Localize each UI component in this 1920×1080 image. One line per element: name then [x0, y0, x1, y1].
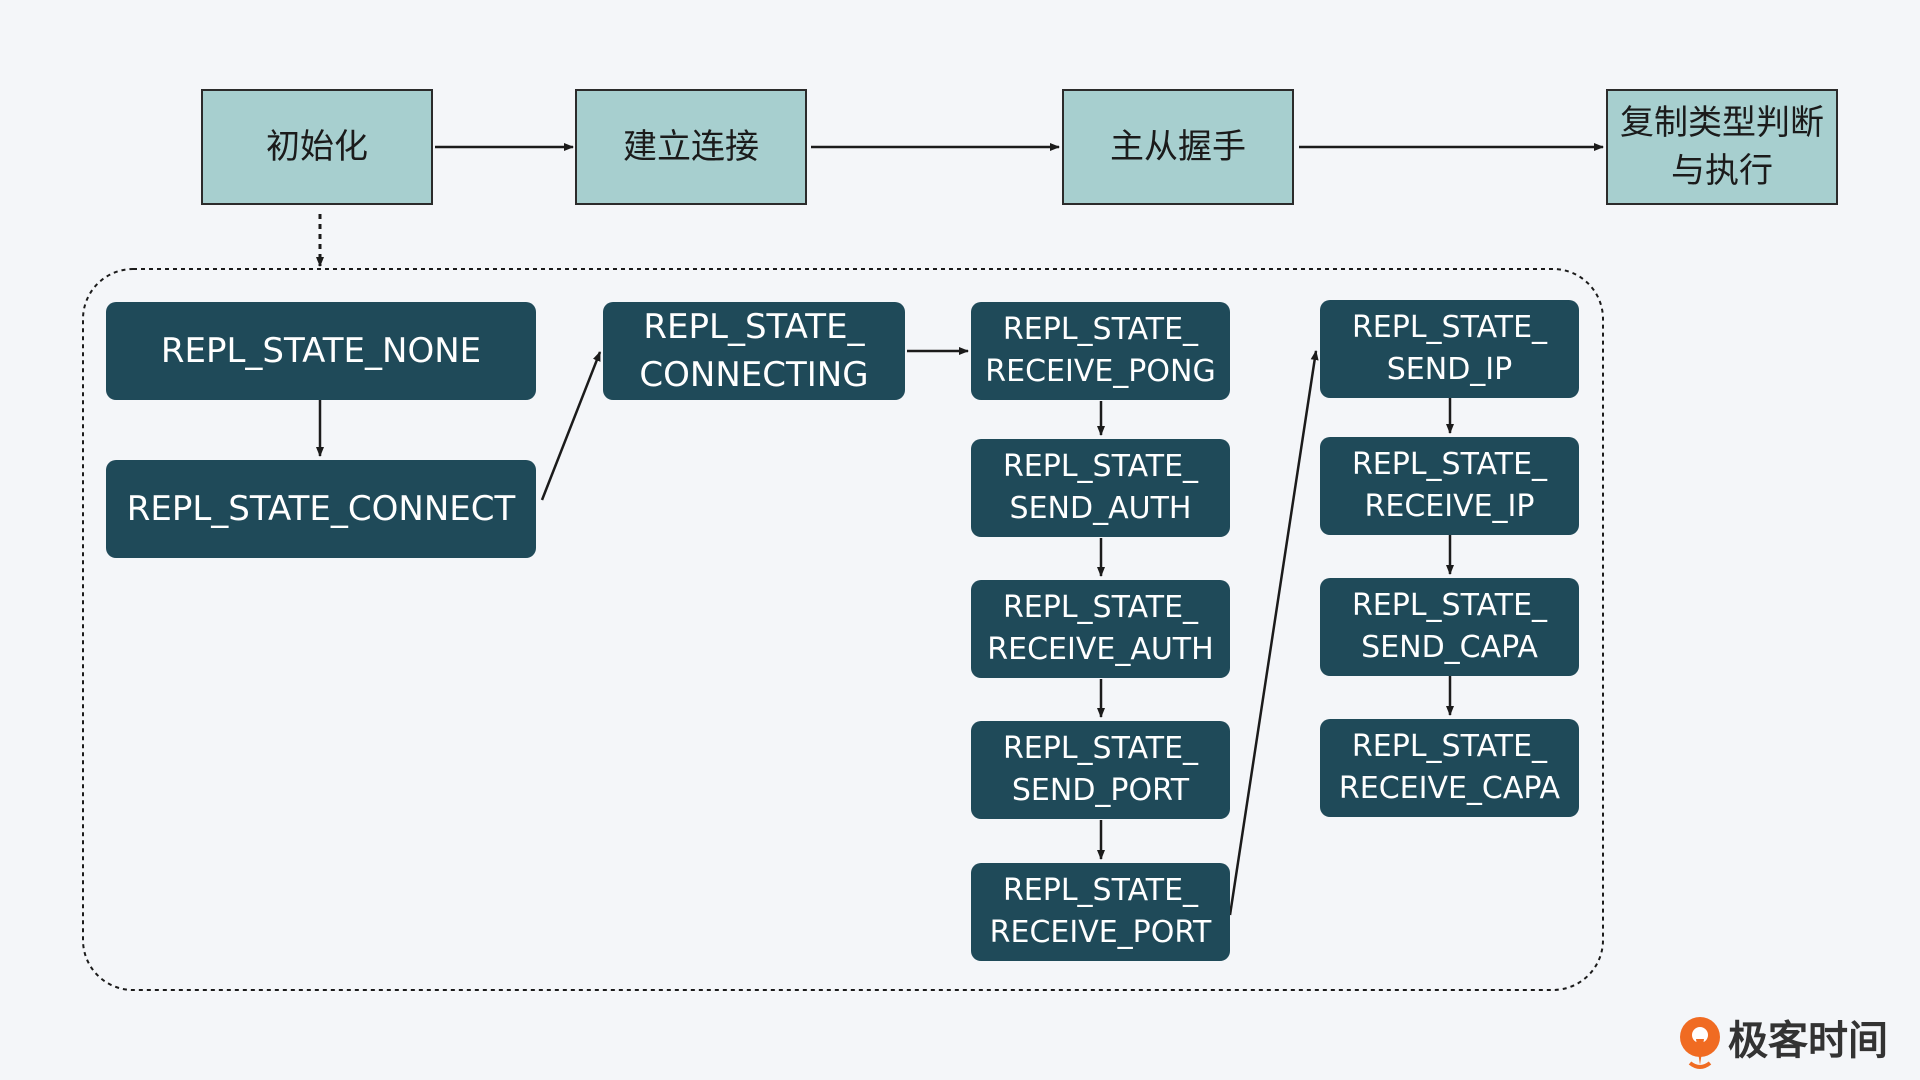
brand-logo-text: 极客时间	[1728, 1018, 1888, 1064]
state-receive-port: REPL_STATE_ RECEIVE_PORT	[971, 863, 1230, 961]
brand-logo: 极客时间	[1676, 1013, 1910, 1073]
state-receive-ip: REPL_STATE_ RECEIVE_IP	[1320, 437, 1579, 535]
state-receive-auth: REPL_STATE_ RECEIVE_AUTH	[971, 580, 1230, 678]
state-send-capa: REPL_STATE_ SEND_CAPA	[1320, 578, 1579, 676]
state-send-port: REPL_STATE_ SEND_PORT	[971, 721, 1230, 819]
state-connect: REPL_STATE_CONNECT	[106, 460, 536, 558]
state-connecting: REPL_STATE_ CONNECTING	[603, 302, 905, 400]
arrow-connect-to-connecting	[540, 351, 602, 501]
state-receive-pong: REPL_STATE_ RECEIVE_PONG	[971, 302, 1230, 400]
stage-init: 初始化	[201, 89, 433, 205]
state-none: REPL_STATE_NONE	[106, 302, 536, 400]
stage-replicate: 复制类型判断 与执行	[1606, 89, 1838, 205]
state-send-ip: REPL_STATE_ SEND_IP	[1320, 300, 1579, 398]
state-receive-capa: REPL_STATE_ RECEIVE_CAPA	[1320, 719, 1579, 817]
arrow-receive-port-to-send-ip	[1228, 350, 1319, 916]
geektime-logo-icon	[1680, 1017, 1720, 1069]
state-group-boundary	[82, 268, 1604, 991]
stage-handshake: 主从握手	[1062, 89, 1294, 205]
stage-connect: 建立连接	[575, 89, 807, 205]
state-send-auth: REPL_STATE_ SEND_AUTH	[971, 439, 1230, 537]
